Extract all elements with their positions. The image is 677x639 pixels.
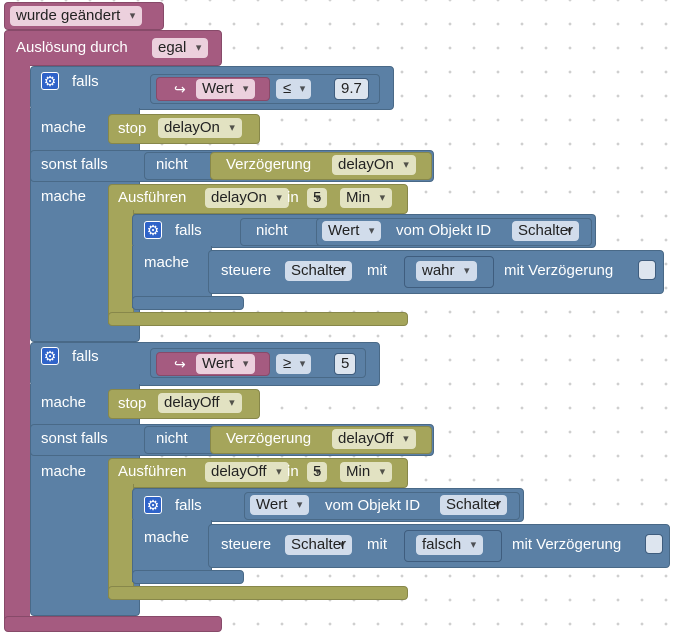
run-timer-dropdown[interactable]: delayOn (205, 188, 289, 208)
do-label: mache (41, 394, 87, 411)
trigger-dropdown[interactable]: wurde geändert (10, 6, 143, 26)
amount-input[interactable]: 5 (307, 188, 328, 208)
trigger-label: Auslösung durch (16, 39, 128, 56)
not-label: nicht (156, 156, 188, 173)
if-label: falls (72, 348, 99, 365)
inner-do-label: mache (144, 529, 190, 546)
control-target-dropdown[interactable]: Schalter (285, 261, 353, 281)
not-label: nicht (156, 430, 188, 447)
with-label: mit (367, 536, 387, 553)
amount-input[interactable]: 5 (307, 462, 328, 482)
inner-value-dropdown[interactable]: Wert (322, 221, 382, 241)
inner-if-block-2-footer (132, 570, 244, 584)
arrow-hook-icon: ↪ (174, 81, 186, 97)
run-label: Ausführen (118, 189, 187, 206)
bool-value-dropdown[interactable]: falsch (416, 535, 484, 555)
trigger-value-dropdown[interactable]: egal (152, 38, 209, 58)
threshold-input[interactable]: 9.7 (334, 78, 369, 100)
do-label: mache (41, 119, 87, 136)
in-label: in (287, 189, 299, 206)
delay-timer-dropdown[interactable]: delayOff (332, 429, 416, 449)
inner-not-label: nicht (256, 222, 288, 239)
inner-value-dropdown[interactable]: Wert (250, 495, 310, 515)
gear-icon[interactable]: ⚙ (144, 496, 162, 514)
object-id-field[interactable]: Schalter (440, 495, 508, 515)
delay-label: Verzögerung (226, 430, 312, 447)
gear-icon[interactable]: ⚙ (144, 221, 162, 239)
inner-do-label: mache (144, 254, 190, 271)
operator-dropdown[interactable]: ≤ (276, 79, 312, 99)
gear-icon[interactable]: ⚙ (41, 72, 59, 90)
with-label: mit (367, 262, 387, 279)
control-label: steuere (221, 536, 272, 553)
run-label: Ausführen (118, 463, 187, 480)
operator-dropdown[interactable]: ≥ (276, 354, 312, 374)
elseif-label: sonst falls (41, 156, 108, 173)
stop-timer-dropdown[interactable]: delayOff (158, 393, 242, 413)
object-id-field[interactable]: Schalter (512, 221, 580, 241)
of-object-label: vom Objekt ID (325, 497, 421, 514)
delay-timer-dropdown[interactable]: delayOn (332, 155, 416, 175)
event-block-spine (4, 60, 30, 628)
stop-label: stop (118, 120, 147, 137)
elseif-label: sonst falls (41, 430, 108, 447)
inner-if-block-1-footer (132, 296, 244, 310)
threshold-input[interactable]: 5 (334, 353, 357, 375)
inner-if-label: falls (175, 222, 202, 239)
event-block-footer (4, 616, 222, 632)
run-timer-dropdown[interactable]: delayOff (205, 462, 289, 482)
inner-if-label: falls (175, 497, 202, 514)
bool-value-dropdown[interactable]: wahr (416, 261, 477, 281)
run-timer-block-1-footer (108, 312, 408, 326)
run-timer-block-2-arm (108, 484, 134, 598)
run-timer-block-2-footer (108, 586, 408, 600)
delay-option-checkbox[interactable] (638, 260, 656, 280)
if-label: falls (72, 73, 99, 90)
control-label: steuere (221, 262, 272, 279)
stop-timer-dropdown[interactable]: delayOn (158, 118, 242, 138)
delay-label: Verzögerung (226, 156, 312, 173)
arrow-hook-icon: ↪ (174, 356, 186, 372)
unit-dropdown[interactable]: Min (340, 462, 393, 482)
run-timer-block-1-arm (108, 210, 134, 324)
unit-dropdown[interactable]: Min (340, 188, 393, 208)
value-variable-dropdown[interactable]: Wert (196, 79, 256, 99)
delay-option-checkbox[interactable] (645, 534, 663, 554)
value-variable-dropdown[interactable]: Wert (196, 354, 256, 374)
in-label: in (287, 463, 299, 480)
do2-label: mache (41, 188, 87, 205)
stop-label: stop (118, 395, 147, 412)
do2-label: mache (41, 463, 87, 480)
delay-option-label: mit Verzögerung (512, 536, 622, 553)
of-object-label: vom Objekt ID (396, 222, 492, 239)
delay-option-label: mit Verzögerung (504, 262, 614, 279)
gear-icon[interactable]: ⚙ (41, 347, 59, 365)
control-target-dropdown[interactable]: Schalter (285, 535, 353, 555)
